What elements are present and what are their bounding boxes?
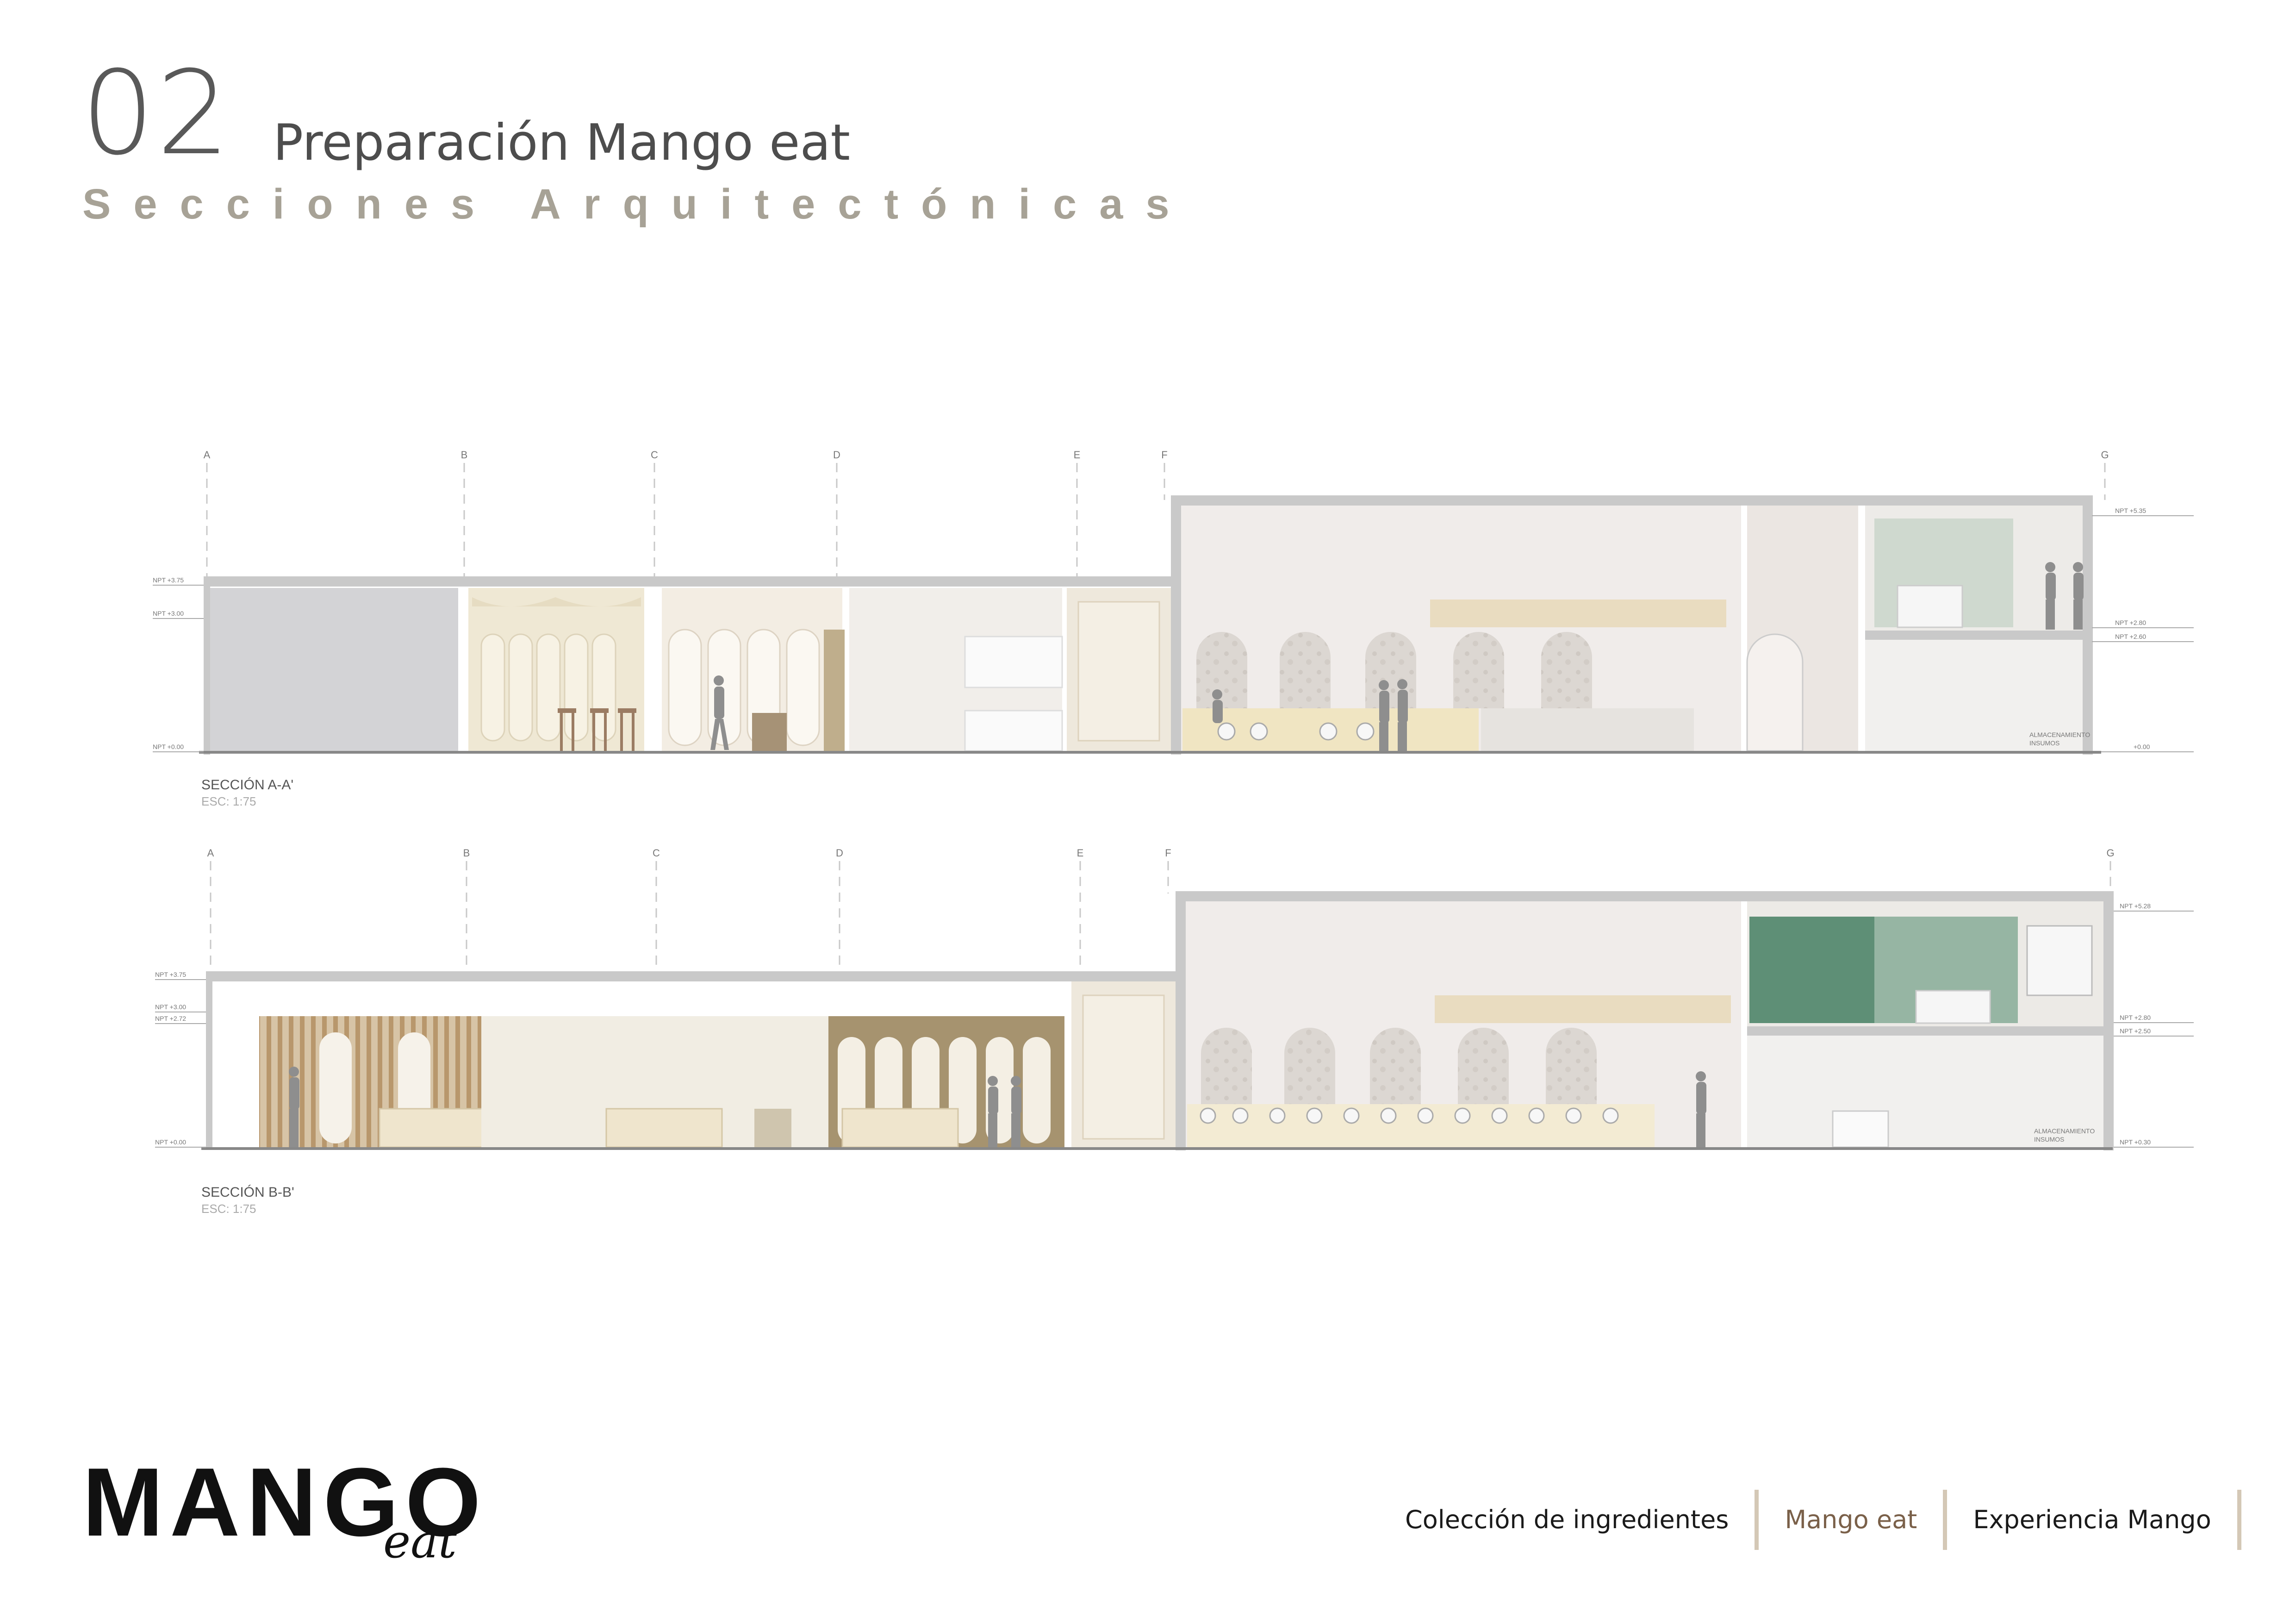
level-label: NPT +3.75 [153, 576, 184, 584]
nav-separator [1943, 1490, 1948, 1550]
logo-script: eat [383, 1514, 457, 1568]
level-label: NPT +3.75 [155, 971, 186, 978]
logo-text: MANGO [82, 1448, 487, 1556]
axis-label: D [836, 847, 843, 859]
section-title: SECCIÓN A-A' [201, 777, 293, 793]
axis-label: F [1161, 449, 1167, 461]
axis-label: F [1165, 847, 1171, 859]
person-figure [710, 675, 729, 750]
nav-item-mango-eat[interactable]: Mango eat [1785, 1505, 1917, 1534]
axis-label: D [833, 449, 840, 461]
section-scale: ESC: 1:75 [201, 1202, 256, 1216]
level-label: NPT +0.30 [2120, 1138, 2151, 1146]
axis-label: C [651, 449, 658, 461]
level-label: NPT +2.50 [2120, 1027, 2151, 1035]
axis-label: B [463, 847, 470, 859]
levels-a: NPT +3.75 NPT +3.00 NPT +0.00 NPT +5.35 … [153, 507, 2150, 750]
level-label: NPT +2.60 [2115, 633, 2146, 640]
page-title: Preparación Mango eat [273, 114, 851, 172]
axis-label: G [2101, 449, 2109, 461]
section-number: 02 [81, 46, 232, 181]
level-label: NPT +3.00 [155, 1003, 186, 1011]
room-label: INSUMOS [2029, 739, 2060, 747]
grid-axes-b [210, 861, 2111, 974]
axis-label: C [653, 847, 660, 859]
levels-b: NPT +3.75 NPT +3.00 NPT +2.72 NPT +0.00 … [155, 902, 2151, 1146]
people-figures-upper [2045, 562, 2084, 630]
nav-separator [1755, 1490, 1759, 1550]
nav-item-coleccion[interactable]: Colección de ingredientes [1405, 1505, 1729, 1534]
level-label: NPT +5.28 [2120, 902, 2151, 910]
axis-label: A [204, 449, 211, 461]
room-label: ALMACENAMIENTO [2029, 731, 2090, 738]
axis-label: G [2106, 847, 2114, 859]
room-label: INSUMOS [2034, 1136, 2064, 1143]
nav-separator [2237, 1490, 2241, 1550]
grid-axes-a [206, 463, 2106, 579]
grid-axis-labels-b: A B C D E F G [207, 847, 2115, 859]
axis-label: B [461, 449, 468, 461]
level-label: +0.00 [2134, 743, 2150, 750]
axis-label: E [1077, 847, 1084, 859]
mango-eat-logo: MANGO eat [82, 1448, 487, 1565]
level-label: NPT +0.00 [155, 1138, 186, 1146]
axis-label: A [207, 847, 214, 859]
grid-axis-labels-a: A B C D E F G [204, 449, 2109, 461]
level-label: NPT +2.80 [2120, 1014, 2151, 1021]
level-label: NPT +2.80 [2115, 619, 2146, 626]
section-a: A B C D E F G [153, 449, 2194, 808]
section-b: A B C D E F G [155, 847, 2194, 1216]
people-figures [1212, 679, 1408, 751]
axis-label: E [1074, 449, 1081, 461]
level-label: NPT +2.72 [155, 1015, 186, 1022]
room-label: ALMACENAMIENTO [2034, 1127, 2095, 1135]
level-label: NPT +3.00 [153, 610, 184, 617]
page-subtitle: Secciones Arquitectónicas [82, 181, 1192, 228]
section-title: SECCIÓN B-B' [201, 1185, 294, 1200]
section-scale: ESC: 1:75 [201, 794, 256, 808]
footer-nav: Colección de ingredientes Mango eat Expe… [1379, 1490, 2241, 1550]
level-label: NPT +0.00 [153, 743, 184, 750]
level-label: NPT +5.35 [2115, 507, 2146, 514]
nav-item-experiencia[interactable]: Experiencia Mango [1973, 1505, 2211, 1534]
